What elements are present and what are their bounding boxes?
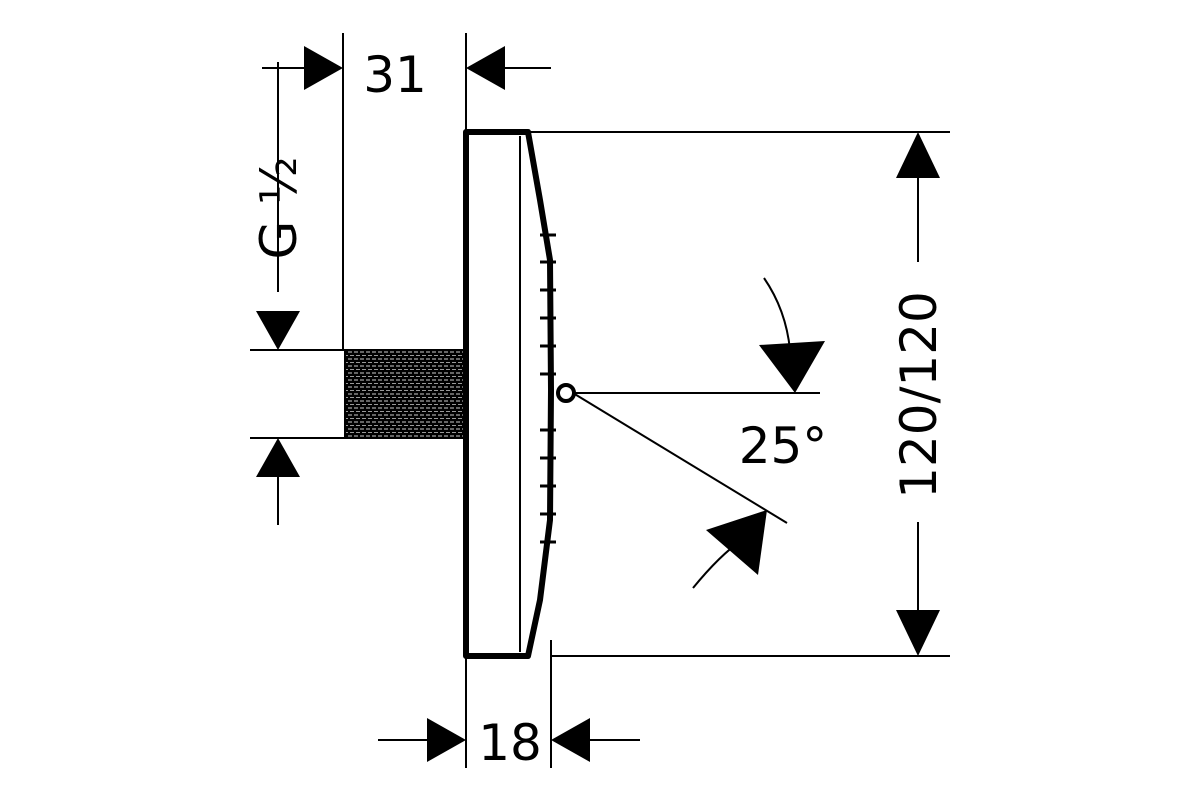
head-size-label: 120/120 [890,291,948,499]
angle-indicator: 25° [572,277,828,589]
shower-nozzles [540,233,556,544]
shower-head-body [463,129,576,659]
angle-arrowhead-bottom [706,510,767,575]
angle-arrowhead-top [759,341,825,393]
arrowhead-31-right [466,46,505,90]
pivot-joint [556,383,576,403]
arrowhead-thread-top [256,311,300,350]
arrowhead-head-top [896,132,940,178]
dimension-18-label: 18 [478,714,542,772]
extension-lines [250,33,950,768]
arrowhead-thread-bottom [256,438,300,477]
dimension-31: 31 [262,46,551,104]
angle-arc-top [763,277,791,351]
dimension-head-size: 120/120 [890,132,948,656]
thread-size-label: G ½ [250,156,308,259]
dimension-18: 18 [378,714,640,772]
shower-head-plate [463,129,554,659]
angle-tilt-line [572,392,788,524]
angle-label: 25° [739,417,828,475]
dimension-31-label: 31 [363,46,427,104]
arrowhead-18-left [427,718,466,762]
dimension-thread: G ½ [250,62,308,525]
threaded-connector [344,349,468,439]
arrowhead-18-right [551,718,590,762]
arrowhead-head-bottom [896,610,940,656]
arrowhead-31-left [304,46,343,90]
